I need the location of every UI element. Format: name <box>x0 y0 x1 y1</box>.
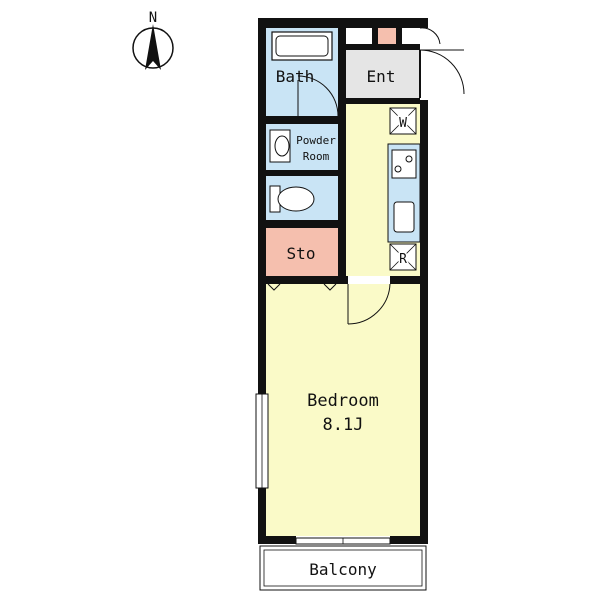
kitchen-counter <box>387 143 421 243</box>
entry-door <box>419 27 465 98</box>
toilet-icon <box>269 185 315 213</box>
storage-fill <box>266 228 338 278</box>
kitchen-sink-icon <box>393 201 415 233</box>
powder-room-label-line1: Powder <box>296 134 336 147</box>
washer-space: W <box>389 107 417 135</box>
bedroom-fill <box>266 284 420 536</box>
compass-needle-icon <box>145 24 161 70</box>
storage-door-marks <box>267 283 337 291</box>
refrigerator-label: R <box>399 252 407 267</box>
bath-label: Bath <box>276 67 315 86</box>
bedroom-size-label: 8.1J <box>323 415 364 435</box>
bedroom-door <box>347 283 391 325</box>
balcony-window <box>295 537 391 545</box>
shoe-closet-fill <box>378 28 396 46</box>
bathtub-icon <box>271 31 333 61</box>
balcony-label: Balcony <box>309 560 377 579</box>
compass-north-label: N <box>149 10 157 26</box>
balcony <box>259 545 427 591</box>
walls <box>258 18 428 544</box>
refrigerator-space: R <box>389 243 417 271</box>
powder-room-label-line2: Room <box>303 150 330 163</box>
sink-icon <box>269 129 291 163</box>
side-window <box>255 393 269 489</box>
storage-label: Sto <box>287 244 316 263</box>
bath-door <box>297 75 339 117</box>
stove-icon <box>391 149 417 179</box>
entry-label: Ent <box>367 67 396 86</box>
washer-label: W <box>399 116 407 131</box>
bedroom-label: Bedroom <box>307 391 379 411</box>
entry-fill <box>346 50 420 100</box>
compass: N <box>132 10 174 70</box>
